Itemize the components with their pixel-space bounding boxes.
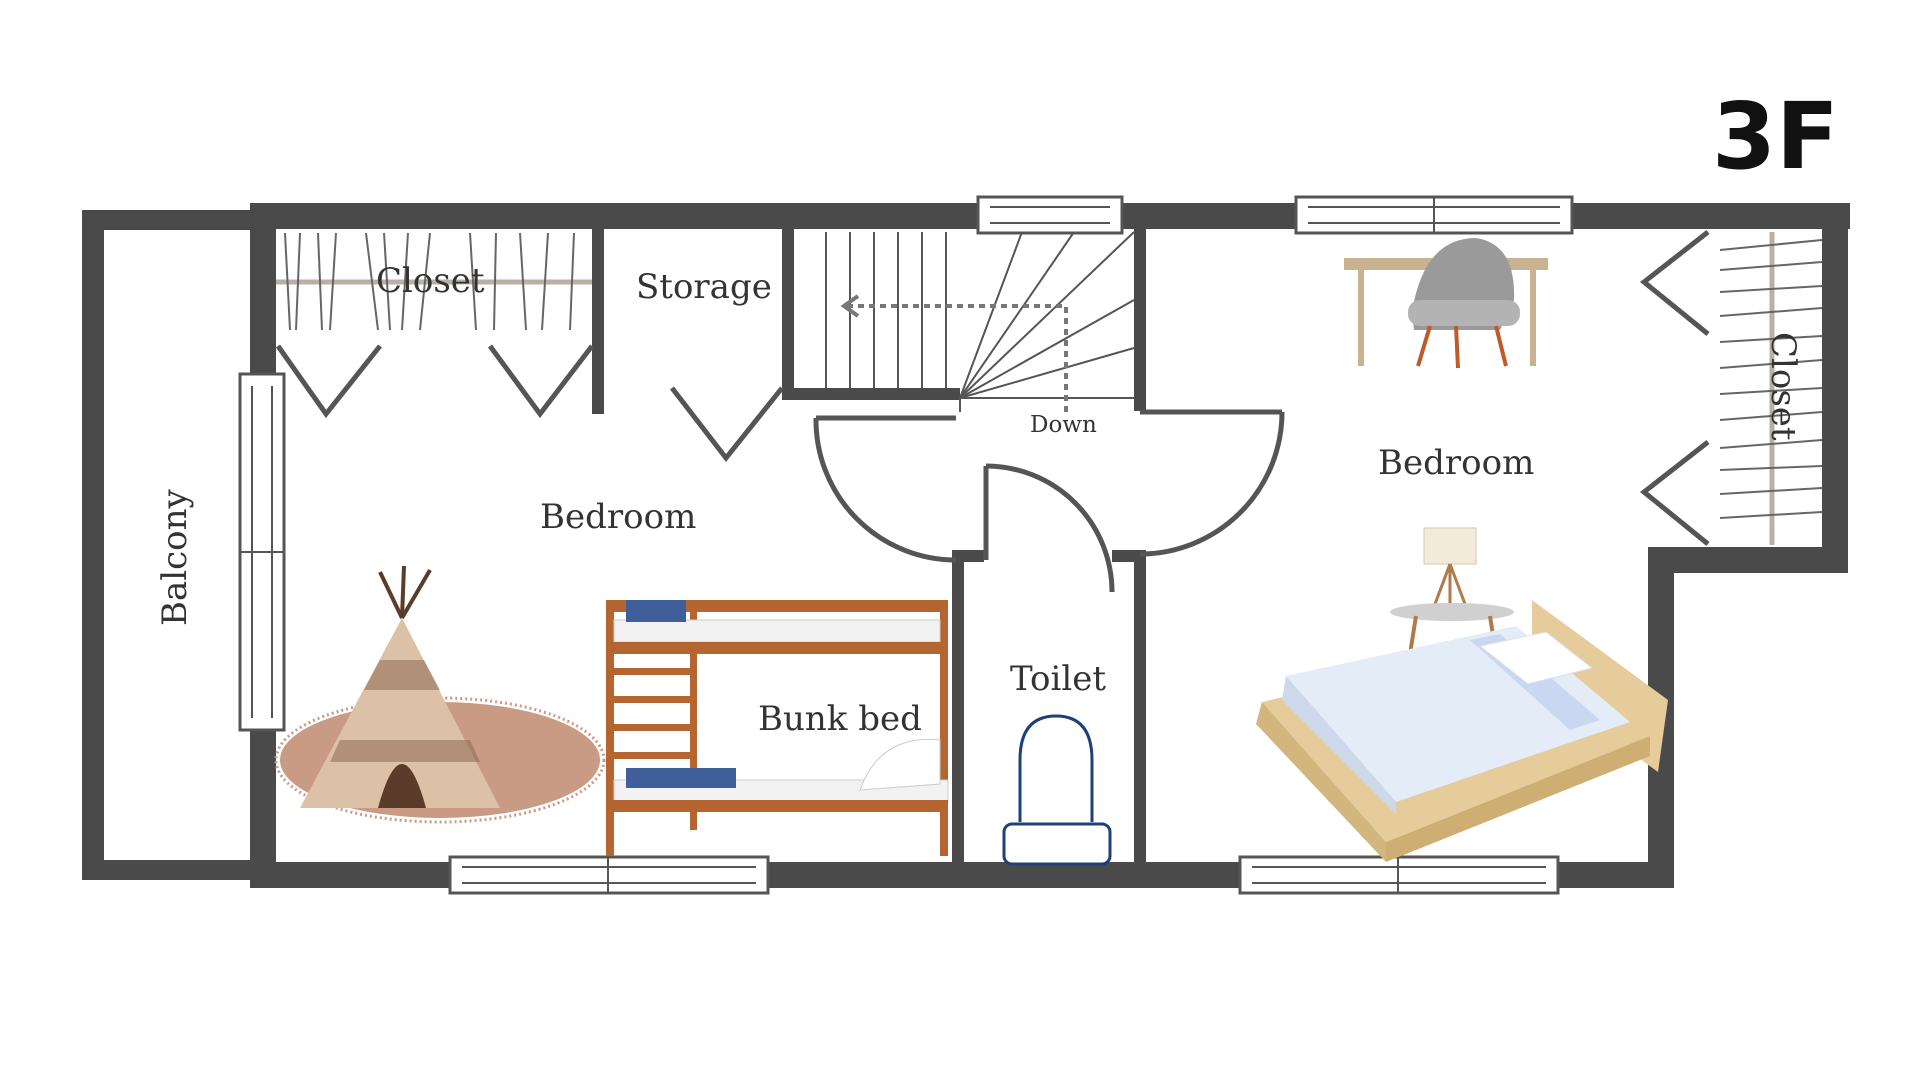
window-top-right bbox=[1294, 195, 1574, 235]
stairs-down-label: Down bbox=[1030, 412, 1097, 438]
floor-label: 3F bbox=[1712, 83, 1839, 190]
room-label-bedroom-right: Bedroom bbox=[1378, 443, 1534, 483]
room-label-closet-right: Closet bbox=[1763, 332, 1803, 441]
window-left-balcony bbox=[238, 372, 286, 732]
room-label-storage: Storage bbox=[636, 267, 772, 307]
bunk-bed-illustration bbox=[606, 600, 949, 856]
stairs-direction-arrow bbox=[840, 294, 1068, 412]
side-table-lamp-illustration bbox=[1390, 527, 1514, 655]
closet-right-doors bbox=[1639, 230, 1710, 546]
window-bottom-right bbox=[1238, 855, 1560, 895]
closet-right-rail bbox=[1719, 232, 1823, 545]
closet-left-rail bbox=[276, 232, 592, 331]
room-label-bunk-bed: Bunk bed bbox=[758, 699, 922, 739]
double-bed-illustration bbox=[1256, 600, 1668, 862]
door-left-bedroom bbox=[813, 415, 957, 563]
teepee-illustration bbox=[274, 565, 606, 824]
chair-illustration bbox=[1408, 238, 1520, 369]
room-label-bedroom-left: Bedroom bbox=[540, 497, 696, 537]
staircase bbox=[825, 231, 1135, 412]
window-top-stairs bbox=[976, 195, 1124, 235]
toilet-illustration bbox=[1002, 714, 1112, 866]
room-label-balcony: Balcony bbox=[155, 488, 195, 626]
closet-left-doors bbox=[275, 344, 784, 463]
window-bottom-left bbox=[448, 855, 770, 895]
room-label-closet-left: Closet bbox=[376, 261, 485, 301]
room-label-toilet: Toilet bbox=[1010, 659, 1106, 699]
door-right-bedroom bbox=[1139, 409, 1285, 557]
door-toilet bbox=[983, 463, 1115, 593]
